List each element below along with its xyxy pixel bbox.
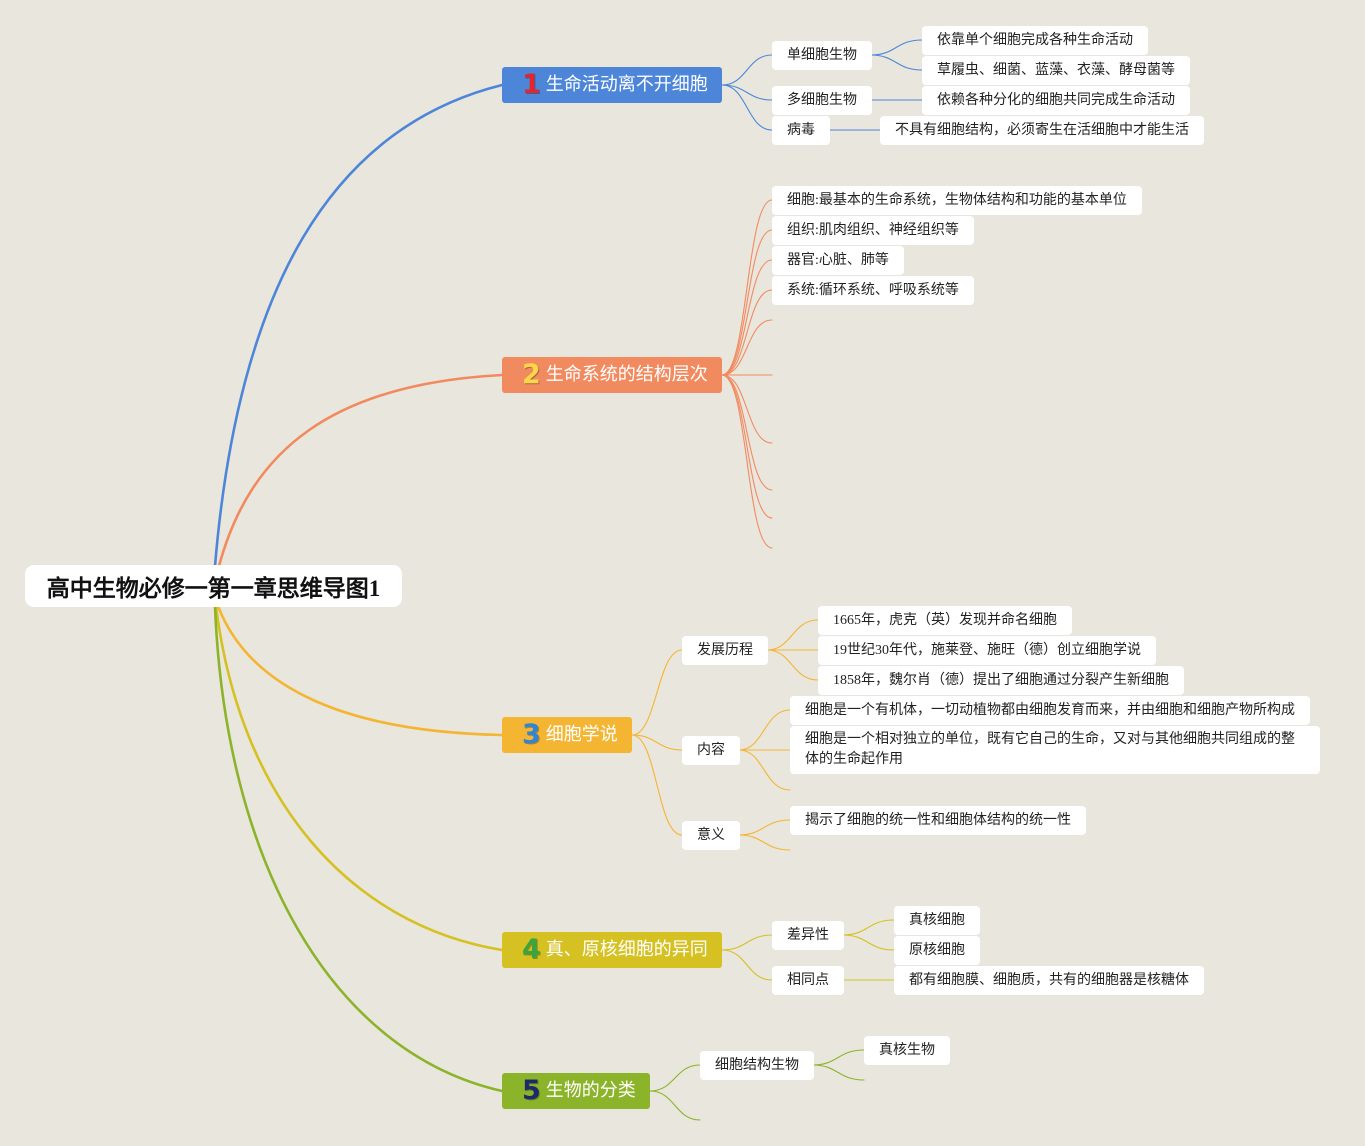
connector-line (721, 199, 773, 376)
root-topic-title: 高中生物必修一第一章思维导图1 (46, 576, 381, 601)
branch-5-connectors (649, 1049, 865, 1121)
detail-topic[interactable]: 19世纪30年代，施莱登、施旺（德）创立细胞学说 (818, 636, 1156, 665)
branch-number: 2 (522, 359, 541, 390)
connector-line (721, 229, 773, 376)
connector-line (812, 1064, 865, 1081)
subtopic-significance[interactable]: 意义 (682, 821, 740, 850)
subtopic-level-organ[interactable]: 器官:心脏、肺等 (772, 246, 904, 275)
detail-topic[interactable]: 真核生物 (864, 1036, 950, 1065)
connector-line (870, 39, 923, 56)
connector-line (721, 84, 773, 131)
detail-topic[interactable]: 依靠单个细胞完成各种生命活动 (922, 26, 1148, 55)
connector-line (721, 374, 773, 519)
connector-line (738, 819, 791, 836)
branch-number: 5 (522, 1075, 541, 1106)
branch-label: 生命系统的结构层次 (545, 364, 708, 385)
connector-line (721, 319, 773, 376)
subtopic-content[interactable]: 内容 (682, 736, 740, 765)
detail-topic[interactable]: 细胞是一个有机体，一切动植物都由细胞发育而来，并由细胞和细胞产物所构成 (790, 696, 1310, 725)
branch-topic-3[interactable]: 3 细胞学说 (502, 717, 632, 753)
subtopic-similarities[interactable]: 相同点 (772, 966, 844, 995)
connector-root-branch-1 (213, 83, 504, 568)
connector-line (766, 619, 819, 651)
connector-line (721, 54, 773, 86)
connector-line (631, 734, 683, 836)
subtopic-unicellular[interactable]: 单细胞生物 (772, 41, 872, 70)
subtopic-cellular-organisms[interactable]: 细胞结构生物 (700, 1051, 814, 1080)
branch-topic-5[interactable]: 5 生物的分类 (502, 1073, 650, 1109)
detail-topic[interactable]: 依赖各种分化的细胞共同完成生命活动 (922, 86, 1190, 115)
detail-topic[interactable]: 揭示了细胞的统一性和细胞体结构的统一性 (790, 806, 1086, 835)
connector-line (766, 649, 819, 681)
subtopic-multicellular[interactable]: 多细胞生物 (772, 86, 872, 115)
connector-line (721, 84, 773, 101)
detail-topic[interactable]: 不具有细胞结构，必须寄生在活细胞中才能生活 (880, 116, 1204, 145)
connector-line (738, 749, 791, 791)
detail-topic[interactable]: 真核细胞 (894, 906, 980, 935)
subtopic-level-cell[interactable]: 细胞:最基本的生命系统，生物体结构和功能的基本单位 (772, 186, 1142, 215)
root-topic[interactable]: 高中生物必修一第一章思维导图1 (25, 565, 402, 607)
connector-line (721, 289, 773, 376)
connector-line (721, 374, 773, 549)
subtopic-level-system[interactable]: 系统:循环系统、呼吸系统等 (772, 276, 974, 305)
branch-label: 真、原核细胞的异同 (545, 939, 708, 960)
connector-line (812, 1049, 865, 1066)
detail-topic[interactable]: 1858年，魏尔肖（德）提出了细胞通过分裂产生新细胞 (818, 666, 1184, 695)
connector-line (721, 259, 773, 376)
connector-root-branch-5 (213, 604, 504, 1093)
detail-topic[interactable]: 原核细胞 (894, 936, 980, 965)
connector-line (842, 919, 895, 936)
detail-topic[interactable]: 1665年，虎克（英）发现并命名细胞 (818, 606, 1072, 635)
branch-number: 4 (522, 934, 541, 965)
connector-root-branch-3 (216, 604, 504, 737)
connector-line (738, 834, 791, 851)
branch-label: 生物的分类 (545, 1080, 636, 1101)
connector-line (721, 949, 773, 981)
connector-root-branch-4 (214, 604, 504, 952)
detail-topic[interactable]: 都有细胞膜、细胞质，共有的细胞器是核糖体 (894, 966, 1204, 995)
detail-topic[interactable]: 草履虫、细菌、蓝藻、衣藻、酵母菌等 (922, 56, 1190, 85)
connector-line (721, 934, 773, 951)
connector-line (870, 54, 923, 71)
branch-topic-1[interactable]: 1 生命活动离不开细胞 (502, 67, 722, 103)
detail-topic[interactable]: 细胞是一个相对独立的单位，既有它自己的生命，又对与其他细胞共同组成的整体的生命起… (790, 726, 1320, 774)
branch-label: 细胞学说 (545, 724, 618, 745)
branch-number: 3 (522, 719, 541, 750)
subtopic-virus[interactable]: 病毒 (772, 116, 830, 145)
connector-line (649, 1064, 701, 1092)
connector-line (842, 934, 895, 951)
branch-2-connectors (721, 199, 773, 549)
branch-number: 1 (522, 69, 541, 100)
subtopic-level-tissue[interactable]: 组织:肌肉组织、神经组织等 (772, 216, 974, 245)
branch-1-connectors (721, 39, 923, 131)
subtopic-differences[interactable]: 差异性 (772, 921, 844, 950)
connector-line (721, 374, 773, 444)
branch-4-connectors (721, 919, 895, 981)
connector-line (721, 374, 773, 491)
branch-topic-4[interactable]: 4 真、原核细胞的异同 (502, 932, 722, 968)
subtopic-history[interactable]: 发展历程 (682, 636, 768, 665)
branch-3-connectors (631, 619, 819, 851)
branch-label: 生命活动离不开细胞 (545, 74, 708, 95)
connector-root-branch-2 (217, 373, 504, 568)
connector-line (631, 734, 683, 751)
branch-topic-2[interactable]: 2 生命系统的结构层次 (502, 357, 722, 393)
connector-line (738, 709, 791, 751)
connector-line (631, 649, 683, 736)
connector-line (649, 1090, 701, 1121)
